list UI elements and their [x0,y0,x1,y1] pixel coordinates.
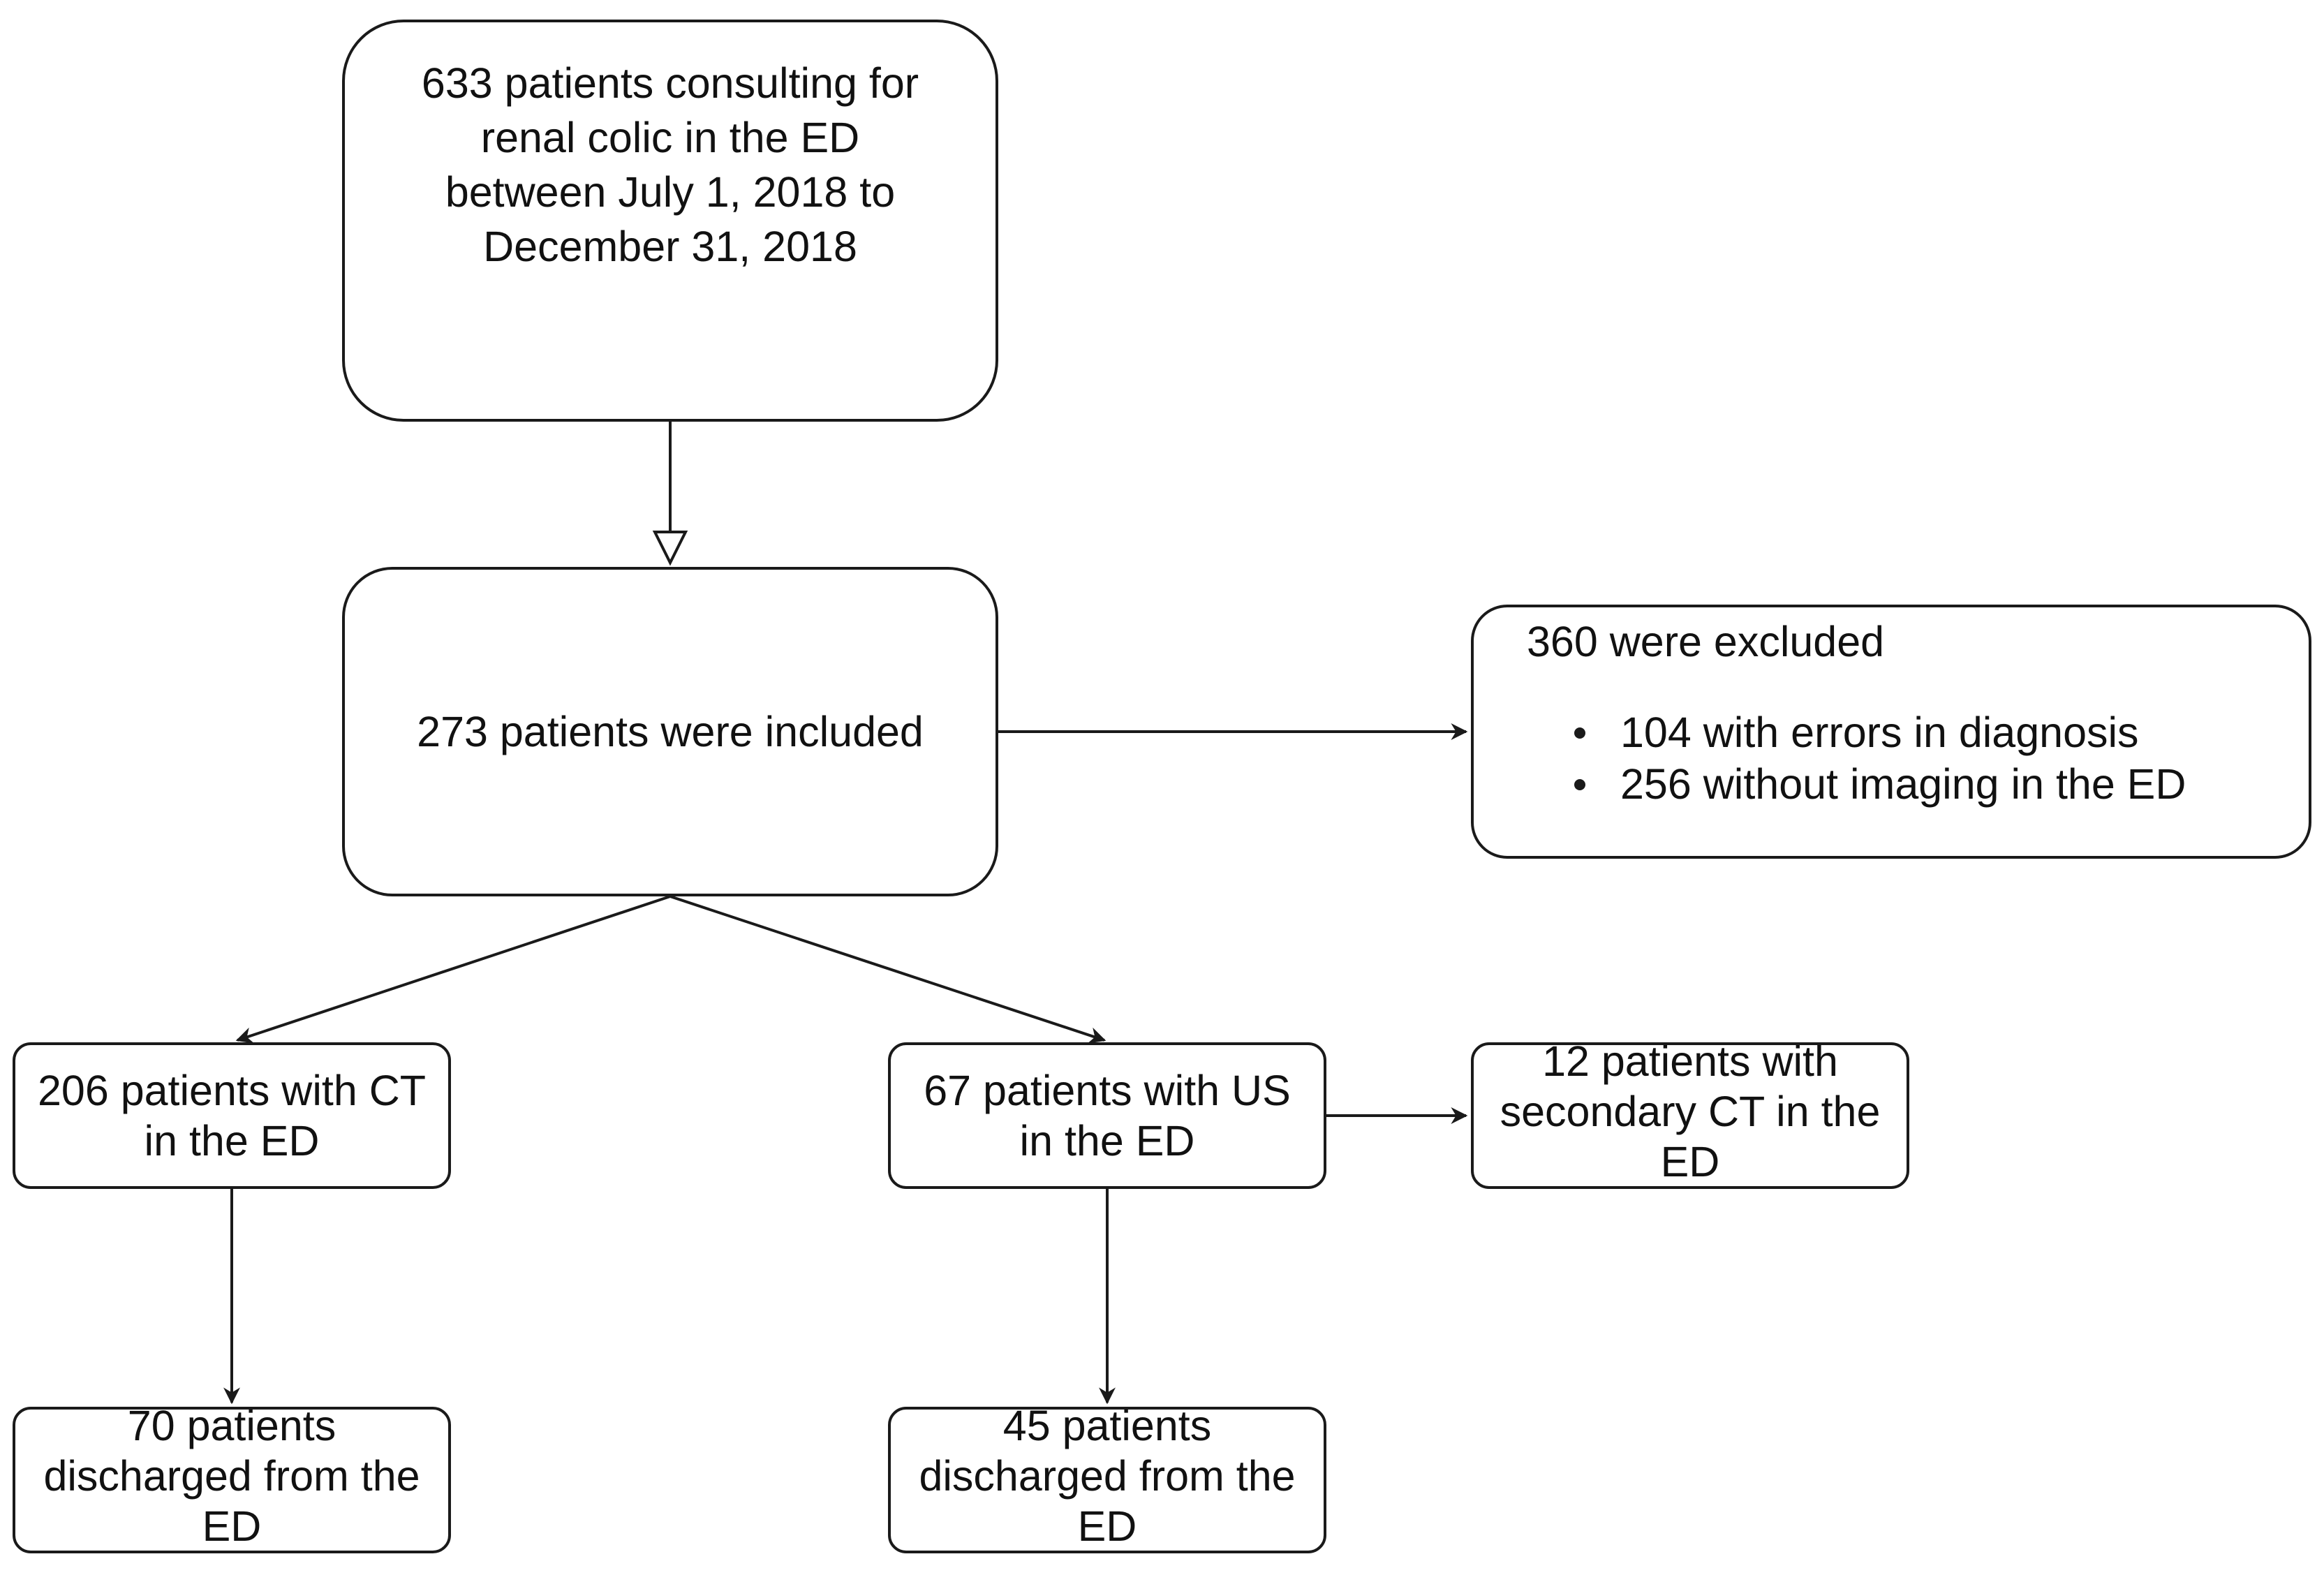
start-node-label: 633 patients consulting for renal colic … [421,59,919,270]
connector-included-to-ct [235,895,671,1044]
discharged-us-node-label: 45 patients discharged from the ED [919,1407,1296,1550]
connector-included-to-us [669,895,1107,1044]
ct-node: 206 patients with CT in the ED [13,1042,451,1189]
excluded-reason-item: 256 without imaging in the ED [1574,758,2186,810]
ct-node-label: 206 patients with CT in the ED [37,1067,427,1164]
excluded-reasons-list: 104 with errors in diagnosis 256 without… [1574,707,2186,810]
excluded-reason-item: 104 with errors in diagnosis [1574,707,2186,758]
excluded-node-title: 360 were excluded [1527,618,1885,665]
start-node: 633 patients consulting for renal colic … [342,20,998,422]
discharged-ct-node-label: 70 patients discharged from the ED [43,1407,420,1550]
included-node: 273 patients were included [342,567,998,896]
discharged-us-node: 45 patients discharged from the ED [888,1407,1326,1553]
us-node-label: 67 patients with US in the ED [924,1067,1291,1164]
excluded-node: 360 were excluded 104 with errors in dia… [1471,605,2311,859]
included-node-label: 273 patients were included [417,708,924,755]
secondary-ct-node-label: 12 patients with secondary CT in the ED [1500,1042,1881,1185]
secondary-ct-node: 12 patients with secondary CT in the ED [1471,1042,1909,1189]
hollow-arrowhead [652,531,688,566]
us-node: 67 patients with US in the ED [888,1042,1326,1189]
discharged-ct-node: 70 patients discharged from the ED [13,1407,451,1553]
